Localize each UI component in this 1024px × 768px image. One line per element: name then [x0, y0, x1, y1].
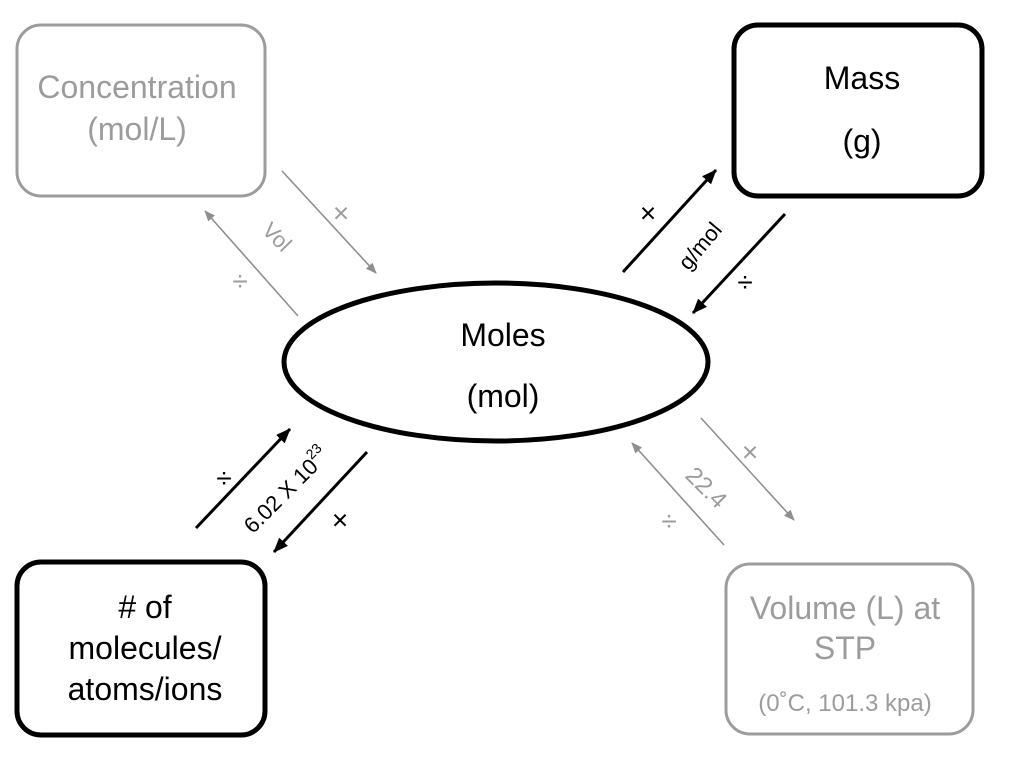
concentration-unit: (mol/L)	[87, 111, 187, 147]
volume-label-line-1: Volume (L) at	[750, 590, 940, 626]
mass-box	[731, 22, 985, 199]
arrow-moles-to-concentration	[204, 210, 299, 317]
concentration-node: Concentration (mol/L)	[15, 23, 267, 198]
particles-label-line-1: # of	[118, 589, 171, 625]
mass-divide-sign: ÷	[737, 267, 752, 298]
volume-multiply-sign: ×	[742, 437, 758, 468]
mass-multiply-sign: ×	[640, 198, 656, 229]
arrow-concentration-to-moles	[281, 170, 377, 274]
particles-multiply-sign: ×	[332, 505, 348, 536]
moles-label: Moles	[460, 317, 545, 353]
volume-node: Volume (L) at STP (0˚C, 101.3 kpa)	[724, 562, 975, 736]
arrow-particles-to-moles	[194, 427, 292, 530]
volume-label-line-2: STP	[814, 630, 876, 666]
arrow-moles-to-particles	[272, 450, 369, 554]
arrow-volume-to-moles	[631, 442, 725, 546]
arrow-moles-to-volume	[700, 417, 795, 521]
particles-box	[14, 559, 268, 738]
moles-ellipse	[281, 280, 711, 444]
concentration-multiply-sign: ×	[333, 198, 349, 229]
moles-node: Moles (mol)	[281, 280, 711, 444]
particles-label-line-2: molecules/	[69, 630, 222, 666]
volume-box	[724, 562, 975, 736]
concentration-label: Concentration	[37, 69, 236, 105]
volume-conditions-note: (0˚C, 101.3 kpa)	[758, 690, 931, 717]
moles-unit: (mol)	[467, 378, 540, 414]
particles-label-line-3: atoms/ions	[68, 671, 223, 707]
volume-divide-sign: ÷	[661, 506, 676, 537]
concentration-divide-sign: ÷	[232, 266, 247, 297]
arrow-mass-to-moles	[691, 212, 787, 315]
arrow-moles-to-mass	[621, 168, 718, 274]
mass-node: Mass (g)	[731, 22, 985, 199]
mass-label: Mass	[824, 60, 900, 96]
mass-unit: (g)	[842, 123, 881, 159]
particles-divide-sign: ÷	[216, 463, 231, 494]
concentration-box	[15, 23, 267, 198]
particles-node: # of molecules/ atoms/ions	[14, 559, 268, 738]
